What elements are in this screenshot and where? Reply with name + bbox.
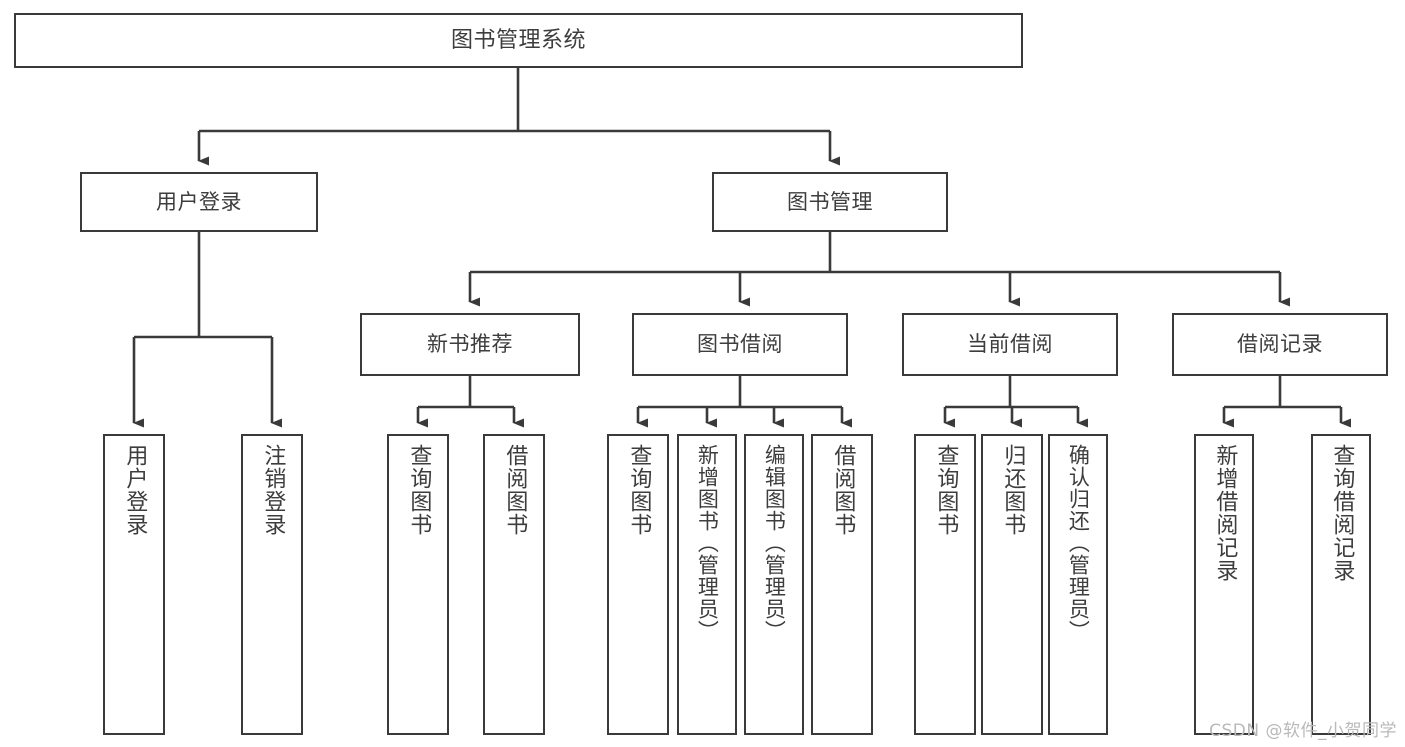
- leaf-label: 借阅图书: [502, 444, 528, 536]
- edge-book-mgmt-to-level3: [468, 232, 1290, 307]
- node-label: 新书推荐: [427, 332, 513, 356]
- node-label: 图书管理: [787, 189, 873, 214]
- node-user-login[interactable]: 用户登录: [80, 172, 318, 232]
- leaf-label: 借阅图书: [830, 444, 856, 536]
- node-label: 图书管理系统: [450, 27, 586, 53]
- leaf-borrow-book-rec[interactable]: 借阅图书: [483, 434, 545, 735]
- leaf-label: 确认归还（管理员）: [1066, 444, 1091, 642]
- node-book-borrow[interactable]: 图书借阅: [632, 313, 848, 376]
- leaf-query-book-rec[interactable]: 查询图书: [387, 434, 449, 735]
- node-label: 借阅记录: [1237, 332, 1323, 356]
- node-book-management[interactable]: 图书管理: [712, 172, 948, 232]
- leaf-query-book-current[interactable]: 查询图书: [914, 434, 976, 735]
- leaf-label: 查询图书: [406, 444, 432, 536]
- node-new-book-recommend[interactable]: 新书推荐: [360, 313, 580, 376]
- leaf-label: 查询图书: [933, 444, 959, 536]
- leaf-label: 新增图书（管理员）: [695, 444, 720, 642]
- leaf-borrow-book[interactable]: 借阅图书: [811, 434, 873, 735]
- leaf-add-borrow-record[interactable]: 新增借阅记录: [1194, 434, 1254, 735]
- leaf-user-login[interactable]: 用户登录: [103, 434, 165, 735]
- node-label: 当前借阅: [967, 332, 1053, 356]
- watermark: CSDN @软件_小贺同学: [1209, 721, 1397, 741]
- edge-borrow-record-to-leaves: [1222, 376, 1351, 428]
- leaf-label: 查询借阅记录: [1329, 444, 1355, 582]
- leaf-label: 用户登录: [122, 444, 148, 536]
- edge-current-borrow-to-leaves: [943, 376, 1088, 428]
- edge-new-book-rec-to-leaves: [416, 376, 524, 428]
- leaf-add-book-admin[interactable]: 新增图书（管理员）: [677, 434, 737, 735]
- leaf-label: 查询图书: [626, 444, 652, 536]
- leaf-label: 新增借阅记录: [1212, 444, 1238, 582]
- node-root-system[interactable]: 图书管理系统: [14, 13, 1023, 68]
- node-current-borrow[interactable]: 当前借阅: [902, 313, 1118, 376]
- leaf-label: 编辑图书（管理员）: [762, 444, 787, 642]
- leaf-label: 注销登录: [260, 444, 286, 536]
- leaf-return-book[interactable]: 归还图书: [981, 434, 1043, 735]
- leaf-query-borrow-record[interactable]: 查询借阅记录: [1311, 434, 1371, 735]
- edge-user-login-to-leaves: [132, 232, 282, 428]
- edge-book-borrow-to-leaves: [636, 376, 852, 428]
- node-label: 图书借阅: [697, 332, 783, 356]
- node-borrow-record[interactable]: 借阅记录: [1172, 313, 1388, 376]
- node-label: 用户登录: [156, 189, 242, 214]
- leaf-logout[interactable]: 注销登录: [241, 434, 303, 735]
- leaf-confirm-return-admin[interactable]: 确认归还（管理员）: [1048, 434, 1108, 735]
- edge-root-to-level2: [197, 68, 840, 166]
- leaf-edit-book-admin[interactable]: 编辑图书（管理员）: [744, 434, 804, 735]
- leaf-query-book-borrow[interactable]: 查询图书: [607, 434, 669, 735]
- leaf-label: 归还图书: [1000, 444, 1026, 536]
